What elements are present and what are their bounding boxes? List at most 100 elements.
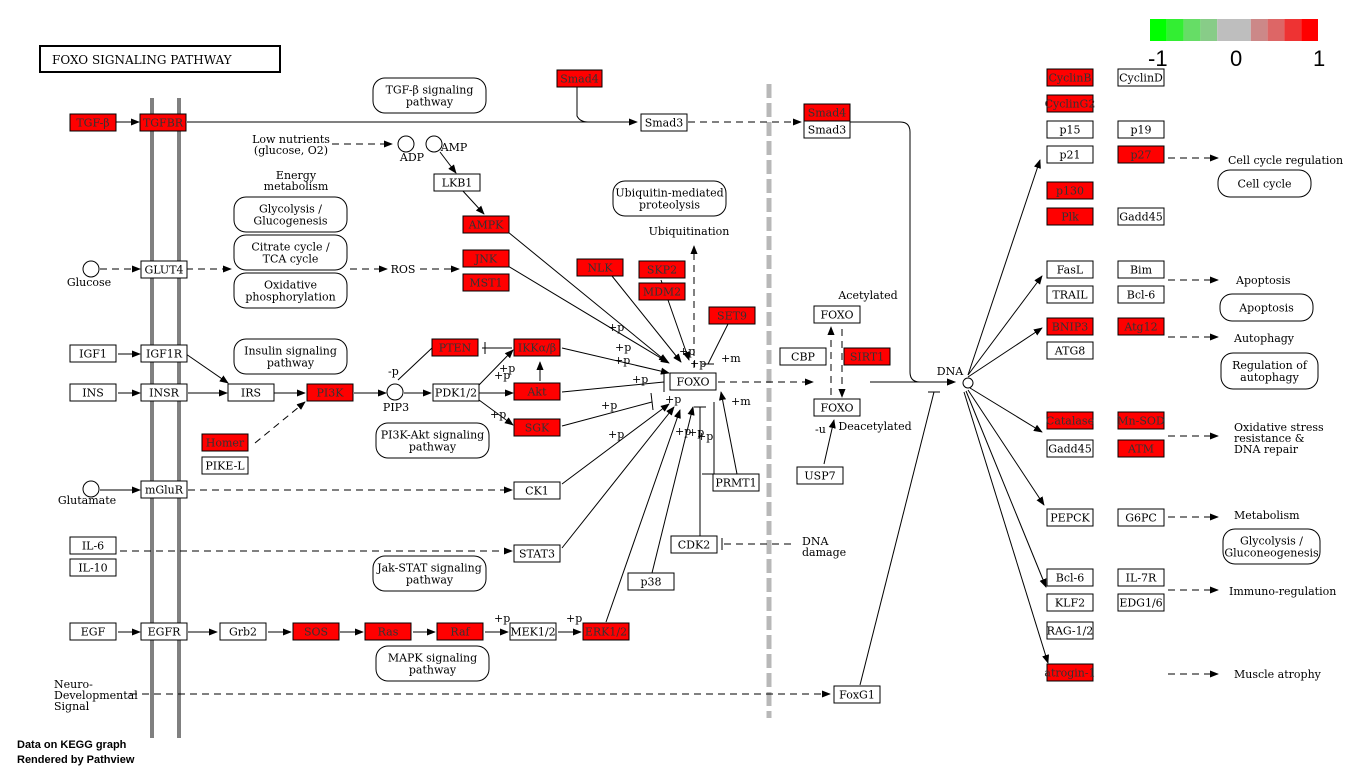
gene-node-trail[interactable]: TRAIL	[1046, 285, 1094, 304]
gene-node-erk12[interactable]: ERK1/2	[582, 622, 630, 641]
gene-node-skp2[interactable]: SKP2	[638, 260, 686, 279]
gene-node-usp7[interactable]: USP7	[796, 466, 844, 485]
gene-node-cdk2[interactable]: CDK2	[670, 535, 718, 554]
gene-node-fasl[interactable]: FasL	[1046, 260, 1094, 279]
gene-node-foxo[interactable]: FOXO	[669, 372, 717, 391]
gene-node-pikel[interactable]: PIKE-L	[201, 456, 249, 475]
gene-node-ampk[interactable]: AMPK	[462, 215, 510, 234]
gene-node-homer[interactable]: Homer	[201, 433, 249, 452]
pathway-link-cellcycle_pw[interactable]: Cell cycle	[1217, 169, 1312, 198]
gene-node-p15[interactable]: p15	[1046, 120, 1094, 139]
gene-node-bim[interactable]: Bim	[1117, 260, 1165, 279]
gene-node-smad3a[interactable]: Smad3	[640, 113, 688, 132]
gene-label: FOXO	[820, 309, 853, 322]
gene-node-grb2[interactable]: Grb2	[219, 622, 267, 641]
gene-node-atrogin1[interactable]: atrogin-1	[1044, 663, 1096, 682]
gene-node-cbp[interactable]: CBP	[779, 347, 827, 366]
gene-node-igf1[interactable]: IGF1	[69, 344, 117, 363]
gene-node-nlk[interactable]: NLK	[576, 258, 624, 277]
gene-node-tgfb[interactable]: TGF-β	[69, 113, 117, 132]
gene-label: CK1	[525, 485, 549, 498]
gene-node-sirt1[interactable]: SIRT1	[843, 347, 891, 366]
gene-node-ck1[interactable]: CK1	[513, 481, 561, 500]
gene-node-irs[interactable]: IRS	[227, 383, 275, 402]
gene-node-il10[interactable]: IL-10	[69, 558, 117, 577]
pathway-label: TGF-β signaling	[386, 84, 474, 97]
gene-node-smad3b[interactable]: Smad3	[803, 120, 851, 139]
gene-node-p19[interactable]: p19	[1117, 120, 1165, 139]
gene-node-lkb1[interactable]: LKB1	[433, 173, 481, 192]
gene-node-il7r[interactable]: IL-7R	[1117, 568, 1165, 587]
gene-node-insr[interactable]: INSR	[140, 383, 188, 402]
gene-node-catalase[interactable]: Catalase	[1046, 411, 1094, 430]
gene-node-p130[interactable]: p130	[1046, 181, 1094, 200]
gene-node-edg16[interactable]: EDG1/6	[1117, 593, 1165, 612]
gene-node-cyclinb[interactable]: CyclinB	[1046, 68, 1094, 87]
gene-node-egfr[interactable]: EGFR	[140, 622, 188, 641]
gene-node-klf2[interactable]: KLF2	[1046, 593, 1094, 612]
label-text: Developmental	[54, 689, 138, 702]
gene-node-smad4b[interactable]: Smad4	[803, 103, 851, 122]
gene-node-cycling2[interactable]: CyclinG2	[1045, 94, 1096, 113]
gene-node-gadd45b[interactable]: Gadd45	[1046, 439, 1094, 458]
gene-node-p27[interactable]: p27	[1117, 145, 1165, 164]
gene-node-pdk12[interactable]: PDK1/2	[432, 383, 480, 402]
gene-node-bnip3[interactable]: BNIP3	[1046, 317, 1094, 336]
gene-node-mglur[interactable]: mGluR	[140, 480, 188, 499]
gene-node-pten[interactable]: PTEN	[431, 338, 479, 357]
gene-node-p38[interactable]: p38	[627, 572, 675, 591]
gene-node-tgfbr[interactable]: TGFBR	[139, 113, 187, 132]
gene-node-ras[interactable]: Ras	[364, 622, 412, 641]
gene-node-bcl6a[interactable]: Bcl-6	[1117, 285, 1165, 304]
pathway-link-apoptosis_pw[interactable]: Apoptosis	[1219, 293, 1314, 322]
gene-node-cyclind[interactable]: CyclinD	[1117, 68, 1165, 87]
gene-node-plk[interactable]: Plk	[1046, 207, 1094, 226]
gene-node-prmt1[interactable]: PRMT1	[712, 473, 760, 492]
label-text: Ubiquitination	[649, 225, 730, 238]
gene-node-atm[interactable]: ATM	[1117, 439, 1165, 458]
gene-node-set9[interactable]: SET9	[708, 306, 756, 325]
gene-node-mek12[interactable]: MEK1/2	[509, 622, 557, 641]
pathway-link-glyc_pw[interactable]: Glycolysis /Glucogenesis	[233, 196, 348, 233]
gene-node-sos[interactable]: SOS	[292, 622, 340, 641]
gene-node-glut4[interactable]: GLUT4	[140, 260, 188, 279]
gene-node-jnk[interactable]: JNK	[462, 249, 510, 268]
gene-node-pepck[interactable]: PEPCK	[1046, 508, 1094, 527]
gene-node-pi3k[interactable]: PI3K	[306, 383, 354, 402]
gene-node-foxo_deac[interactable]: FOXO	[813, 398, 861, 417]
gene-node-il6[interactable]: IL-6	[69, 536, 117, 555]
gene-node-sgk[interactable]: SGK	[513, 418, 561, 437]
gene-node-foxg1[interactable]: FoxG1	[833, 685, 881, 704]
gene-node-smad4a[interactable]: Smad4	[556, 69, 603, 88]
gene-node-foxo_ac[interactable]: FOXO	[813, 305, 861, 324]
pathway-link-tca_pw[interactable]: Citrate cycle /TCA cycle	[233, 234, 348, 271]
gene-node-ikk[interactable]: IKKα/β	[513, 338, 561, 357]
gene-node-p21[interactable]: p21	[1046, 145, 1094, 164]
gene-node-atg8[interactable]: ATG8	[1046, 341, 1094, 360]
gene-node-rag12[interactable]: RAG-1/2	[1046, 621, 1094, 640]
gene-node-mnsod[interactable]: Mn-SOD	[1117, 411, 1165, 430]
gene-node-gadd45a[interactable]: Gadd45	[1117, 207, 1165, 226]
gene-node-igf1r[interactable]: IGF1R	[140, 344, 188, 363]
gene-node-stat3[interactable]: STAT3	[513, 544, 561, 563]
pathway-link-glyco2_pw[interactable]: Glycolysis /Gluconeogenesis	[1222, 528, 1321, 565]
gene-node-ins[interactable]: INS	[69, 383, 117, 402]
gene-node-mdm2[interactable]: MDM2	[638, 282, 686, 301]
gene-node-atg12[interactable]: Atg12	[1117, 317, 1165, 336]
gene-node-g6pc[interactable]: G6PC	[1117, 508, 1165, 527]
gene-node-mst1[interactable]: MST1	[462, 273, 510, 292]
gene-node-raf[interactable]: Raf	[436, 622, 484, 641]
gene-node-egf[interactable]: EGF	[69, 622, 117, 641]
gene-node-bcl6b[interactable]: Bcl-6	[1046, 568, 1094, 587]
gene-label: PRMT1	[715, 477, 756, 490]
gene-node-akt[interactable]: Akt	[513, 382, 561, 401]
